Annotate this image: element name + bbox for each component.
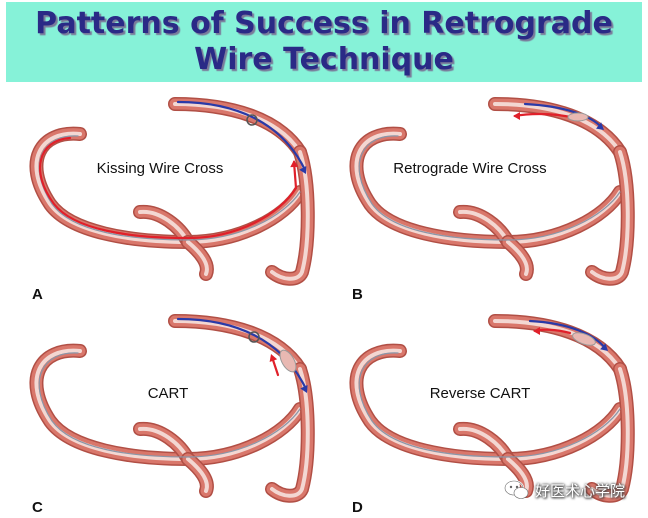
retrograde-arrow <box>299 165 307 174</box>
balloon-marker <box>567 112 589 122</box>
panel-label-d: Reverse CART <box>429 385 531 402</box>
panel-letter-d: D <box>352 499 363 516</box>
panel-d: Reverse CART D <box>330 305 642 516</box>
vessel-right-branch-lumen <box>590 150 630 281</box>
watermark: 好医术心学院 <box>504 478 625 502</box>
balloon-marker <box>279 349 297 373</box>
guidewire <box>38 352 301 458</box>
vessel-lower-branch-lumen <box>506 240 529 276</box>
vessel-lower-branch-lumen <box>186 240 209 276</box>
title-banner: Patterns of Success in Retrograde Wire T… <box>6 2 642 82</box>
vessel-group <box>349 97 635 286</box>
panel-label-a: Kissing Wire Cross <box>96 160 224 177</box>
watermark-text: 好医术心学院 <box>535 481 626 500</box>
antegrade-arrow-tip <box>290 160 299 168</box>
retrograde-arrow <box>596 122 604 130</box>
balloon-marker <box>572 332 596 346</box>
vessel-diagram-b <box>349 97 635 286</box>
retrograde-arrow <box>600 343 608 351</box>
antegrade-arrow-tip <box>269 354 278 362</box>
vessel-group <box>349 314 635 503</box>
antegrade-arrow <box>290 160 299 168</box>
panel-label-b: Retrograde Wire Cross <box>393 160 547 177</box>
retrograde-exit-arrow-tip <box>513 112 520 120</box>
wechat-icon <box>504 480 529 499</box>
retrograde-arrow-tip <box>299 165 307 174</box>
retrograde-exit-arrow <box>513 112 520 120</box>
guidewire <box>358 135 621 241</box>
panel-c: CART C <box>10 305 322 516</box>
panel-a: Kissing Wire Cross A <box>10 92 322 303</box>
vessel-right-branch-lumen <box>270 150 310 281</box>
retrograde-arrow-tip <box>300 384 308 393</box>
vessel-main-lumen <box>354 348 622 462</box>
retrograde-wire <box>523 102 604 130</box>
retrograde-wire <box>176 317 308 391</box>
vessel-group <box>29 314 315 503</box>
vessel-group <box>29 97 315 286</box>
retrograde-wire <box>528 319 608 351</box>
vessel-lower-branch-lumen <box>186 457 209 493</box>
vessel-right-branch-lumen <box>590 367 630 498</box>
title-line-2: Wire Technique <box>194 42 454 77</box>
retrograde-arrow <box>300 384 308 393</box>
panel-letter-c: C <box>32 499 43 516</box>
guidewire <box>358 352 621 458</box>
vessel-diagram-a <box>29 97 315 286</box>
antegrade-wire <box>39 136 298 240</box>
vessel-lower-branch-lumen <box>506 457 529 493</box>
occlusion-marker <box>246 114 258 126</box>
title-line-1: Patterns of Success in Retrograde <box>35 6 613 41</box>
vessel-main-lumen <box>354 131 622 245</box>
panel-letter-a: A <box>32 286 43 303</box>
retrograde-arrow-tip <box>600 343 608 351</box>
antegrade-arrow <box>533 327 540 335</box>
vessel-diagram-c <box>29 314 315 503</box>
panel-letter-b: B <box>352 286 363 303</box>
panel-b: Retrograde Wire Cross B <box>330 92 642 303</box>
vessel-main-lumen <box>34 348 302 462</box>
retrograde-wire <box>176 100 307 172</box>
vessel-diagram-d <box>349 314 635 503</box>
antegrade-arrow-tip <box>533 327 540 335</box>
panel-label-c: CART <box>147 385 189 402</box>
retrograde-arrow-tip <box>596 122 604 130</box>
vessel-right-branch-lumen <box>270 367 310 498</box>
vessel-main-lumen <box>34 131 302 245</box>
antegrade-arrow <box>269 354 278 362</box>
occlusion-marker <box>248 331 260 343</box>
